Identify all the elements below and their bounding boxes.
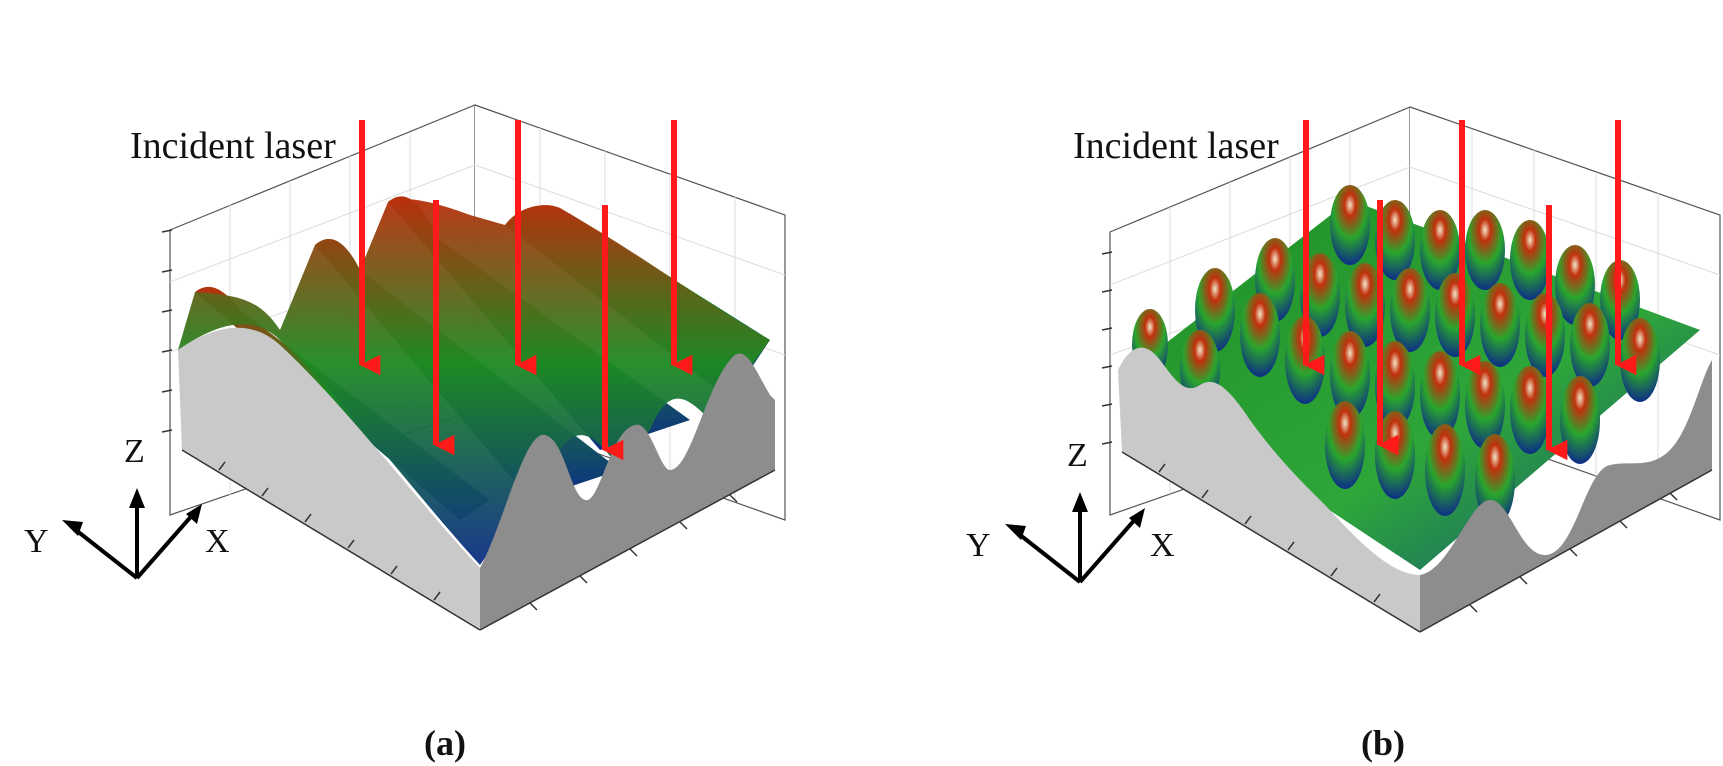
panel-b-base-axes (1121, 451, 1713, 633)
panel-a-x-axis-label: X (205, 523, 230, 560)
panel-b-axis-triad: Z Y X (966, 437, 1175, 584)
panel-a-base-axes (181, 449, 776, 631)
panel-a-axis-triad: Z Y X (24, 433, 230, 580)
panel-b-incident-laser-label: Incident laser (1073, 125, 1279, 167)
panel-a-caption: (a) (424, 723, 466, 763)
panel-b-caption: (b) (1361, 723, 1405, 763)
panel-a: Incident laser Z Y X (a) (24, 104, 786, 763)
panel-b-y-axis-label: Y (966, 527, 991, 564)
panel-a-laser-arrows (359, 120, 693, 461)
panel-b-laser-arrows (1303, 120, 1637, 461)
panel-a-z-axis-label: Z (124, 433, 145, 470)
panel-a-side-faces (178, 327, 775, 630)
panel-b: Incident laser Z Y X (b) (966, 106, 1721, 763)
panel-b-x-axis-label: X (1150, 527, 1175, 564)
panel-a-incident-laser-label: Incident laser (130, 125, 336, 167)
panel-b-z-axis-label: Z (1067, 437, 1088, 474)
panel-b-side-faces (1118, 347, 1712, 632)
panel-a-y-axis-label: Y (24, 523, 49, 560)
